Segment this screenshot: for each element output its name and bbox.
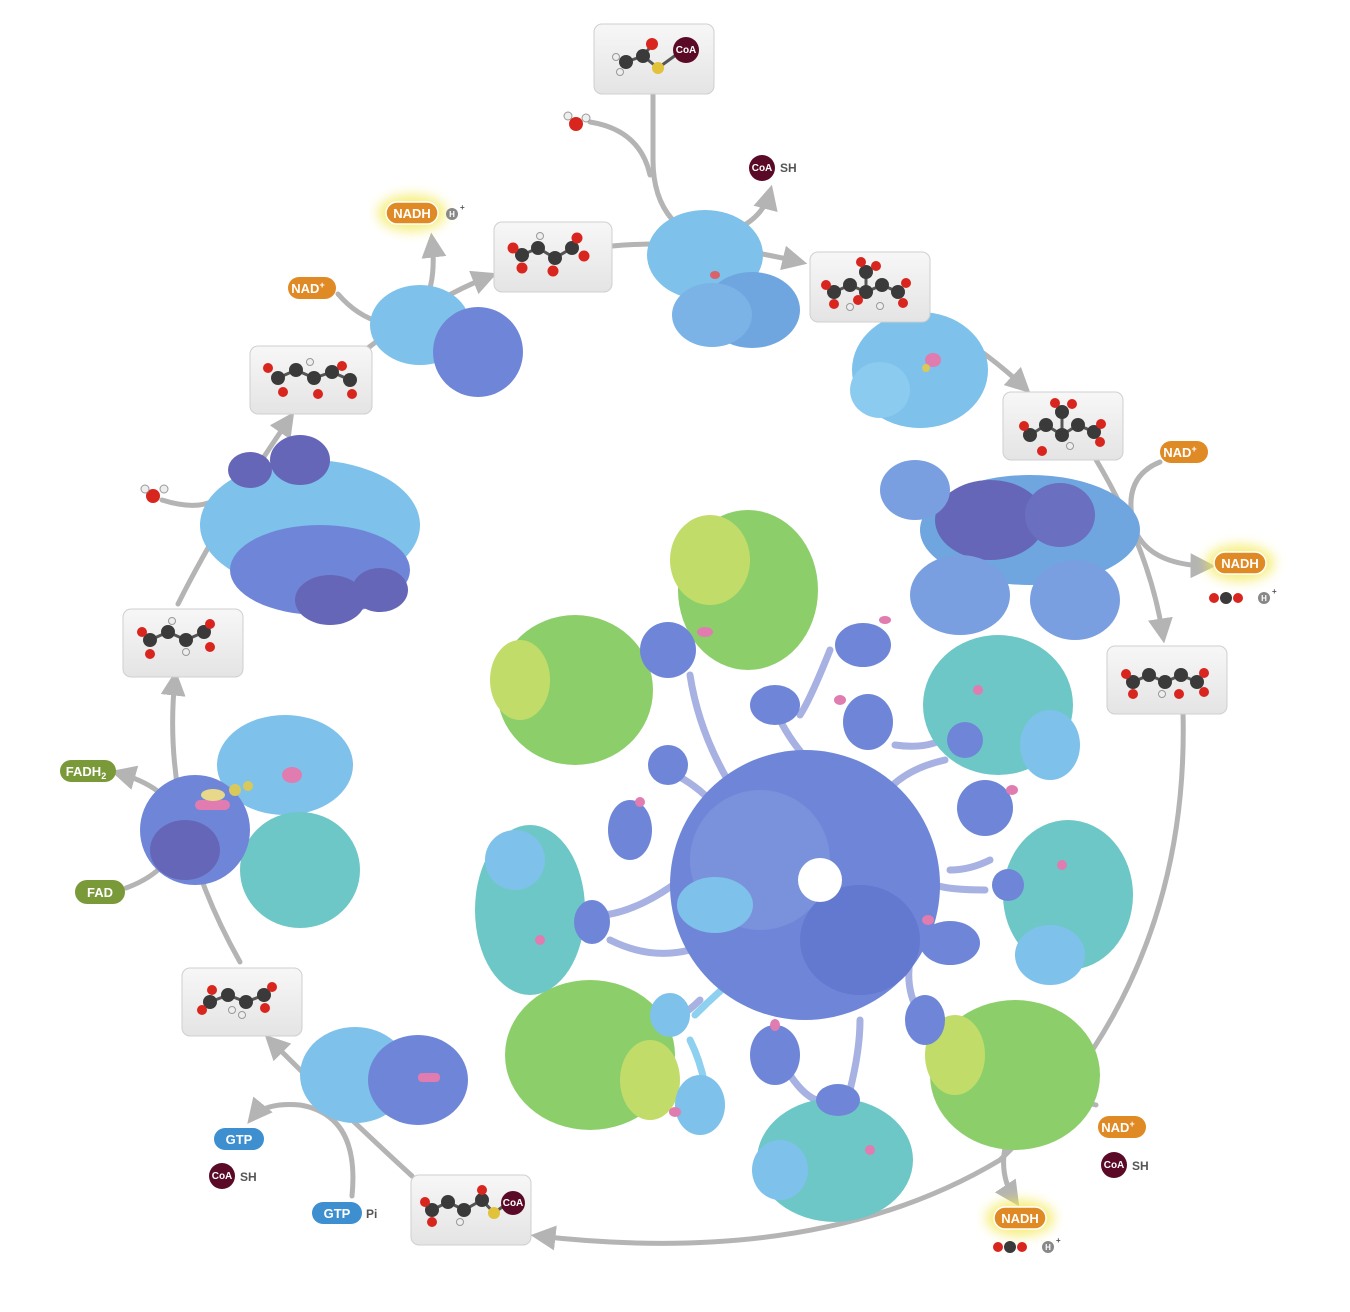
succinyl-coa-molecule-icon: CoA	[420, 1185, 525, 1227]
arrow-akg-to-succinylcoa	[530, 709, 1186, 1251]
carbon-dioxide-molecule-icon	[993, 1241, 1027, 1253]
proton-h-label: H	[449, 210, 455, 219]
central-multienzyme-complex	[475, 510, 1133, 1222]
enzyme-succinyl-coa-synthetase	[300, 1027, 468, 1125]
nad-right: NAD+	[1160, 441, 1208, 463]
nad-plus-label: +	[1129, 1119, 1134, 1129]
fadh2-subscript: 2	[101, 771, 106, 781]
acetyl-coa-box: CoA	[593, 23, 715, 95]
enzyme-fumarase	[200, 435, 420, 625]
proton-icon: H +	[1258, 587, 1277, 604]
malate-molecule-icon	[263, 358, 357, 399]
alpha-ketoglutarate-box	[1106, 645, 1228, 715]
malate-box	[249, 345, 373, 415]
gtp-label: GTP	[226, 1132, 253, 1147]
sh-label: SH	[1132, 1159, 1149, 1173]
proton-icon: H +	[1042, 1236, 1061, 1253]
nadh-top-left: NADH H +	[378, 195, 465, 231]
enzyme-aconitase	[850, 312, 988, 428]
fadh2-pill: FADH2	[60, 760, 116, 782]
water-molecule-icon	[563, 111, 591, 131]
proton-plus-label: +	[1272, 587, 1277, 596]
coa-sh-bottom-right: CoA SH	[1101, 1152, 1149, 1178]
enzyme-malate-dehydrogenase	[370, 285, 523, 397]
nadh-label: NADH	[1001, 1211, 1039, 1226]
nadh-right: NADH	[1206, 545, 1274, 581]
enzyme-citrate-synthase	[647, 210, 800, 348]
nad-bottom-right: NAD+	[1098, 1116, 1146, 1138]
nadh-bottom-right: NADH	[986, 1200, 1054, 1236]
nad-label: NAD	[291, 281, 319, 296]
nad-label: NAD	[1163, 445, 1191, 460]
fumarate-molecule-icon	[137, 617, 215, 659]
svg-text:NAD+: NAD+	[291, 280, 324, 296]
coa-label: CoA	[212, 1171, 233, 1182]
citrate-molecule-icon	[821, 257, 911, 311]
nad-plus-label: +	[1191, 444, 1196, 454]
arrow-isocitrate-to-akg	[1092, 455, 1173, 644]
enzyme-isocitrate-dehydrogenase	[880, 460, 1140, 640]
nad-plus-label: +	[319, 280, 324, 290]
succinate-molecule-icon	[197, 982, 277, 1019]
isocitrate-molecule-icon	[1019, 398, 1106, 456]
gtp-in-pill: GTP Pi	[312, 1202, 377, 1224]
nadh-label: NADH	[1221, 556, 1259, 571]
coa-label: CoA	[1104, 1160, 1125, 1171]
succinate-box	[181, 967, 303, 1037]
succinyl-coa-box: CoA	[410, 1174, 532, 1246]
acetyl-coa-molecule-icon: CoA	[612, 37, 699, 76]
water-molecule-icon	[140, 484, 169, 503]
proton-h-label: H	[1045, 1243, 1051, 1252]
enzyme-succinate-dehydrogenase	[140, 715, 360, 928]
nadh-label: NADH	[393, 206, 431, 221]
co2-right: H +	[1209, 587, 1277, 604]
coa-label: CoA	[676, 45, 697, 56]
fumarate-box	[122, 608, 244, 678]
proton-h-label: H	[1261, 594, 1267, 603]
oxaloacetate-molecule-icon	[507, 232, 590, 277]
nad-label: NAD	[1101, 1120, 1129, 1135]
oxaloacetate-box	[493, 221, 613, 293]
nad-top-left: NAD+	[288, 277, 336, 299]
arrow-gtp-out	[247, 1096, 356, 1199]
co2-bottom-right: H +	[993, 1236, 1061, 1253]
gtp-label: GTP	[324, 1206, 351, 1221]
pi-label: Pi	[366, 1207, 377, 1221]
sh-label: SH	[780, 161, 797, 175]
fadh2-label: FADH	[66, 764, 101, 779]
fad-pill: FAD	[75, 880, 125, 904]
proton-icon: H +	[446, 203, 465, 220]
svg-text:FADH2: FADH2	[66, 764, 106, 781]
proton-plus-label: +	[460, 203, 465, 212]
citrate-box	[809, 251, 931, 323]
coa-label: CoA	[503, 1198, 524, 1209]
proton-plus-label: +	[1056, 1236, 1061, 1245]
svg-text:NAD+: NAD+	[1163, 444, 1196, 460]
fad-label: FAD	[87, 885, 113, 900]
svg-text:NAD+: NAD+	[1101, 1119, 1134, 1135]
coa-label: CoA	[752, 163, 773, 174]
sh-label: SH	[240, 1170, 257, 1184]
carbon-dioxide-molecule-icon	[1209, 592, 1243, 604]
gtp-out-pill: GTP	[214, 1128, 264, 1150]
isocitrate-box	[1002, 391, 1124, 461]
coa-sh-top: CoA SH	[749, 155, 797, 181]
arrow-water-in-top	[587, 119, 653, 178]
coa-sh-bottom-left: CoA SH	[209, 1163, 257, 1189]
alpha-ketoglutarate-molecule-icon	[1121, 668, 1209, 699]
